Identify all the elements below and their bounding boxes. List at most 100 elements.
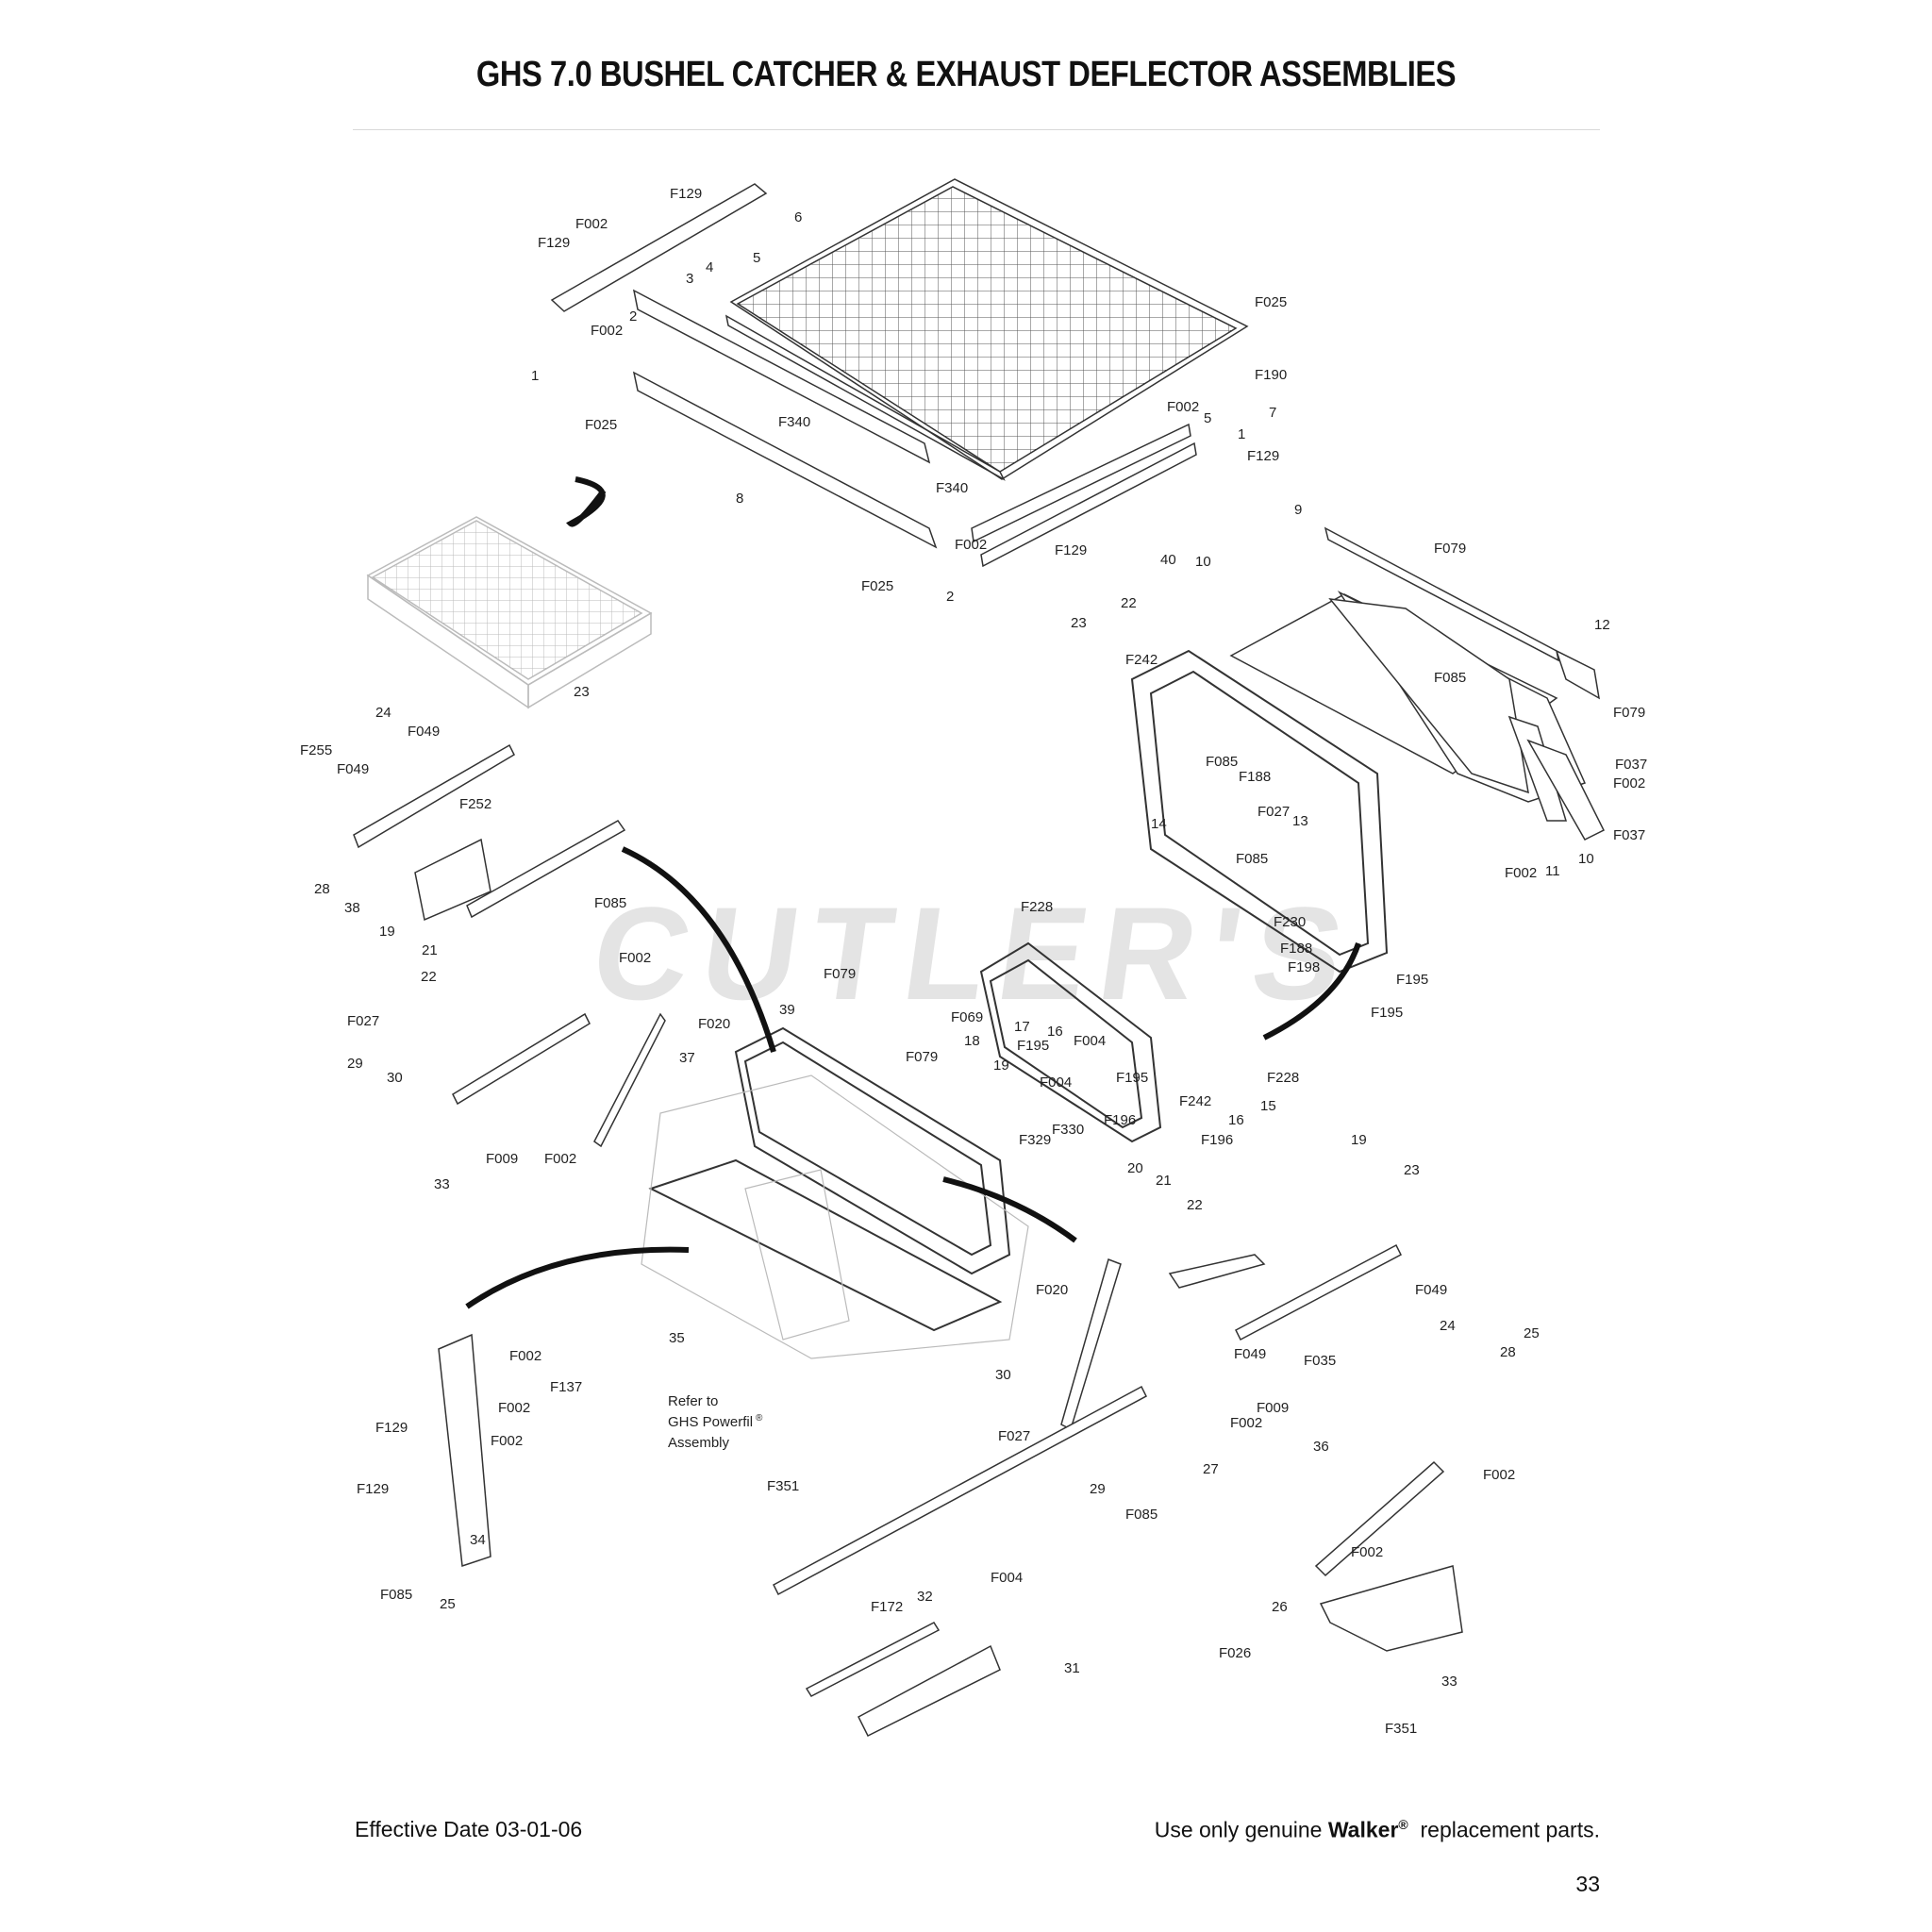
callout: 21 [1156, 1173, 1172, 1189]
svg-text:GHS Powerfil®: GHS Powerfil® [668, 1413, 763, 1430]
callout: F035 [1304, 1353, 1336, 1369]
callout: F330 [1052, 1122, 1084, 1138]
callout: 7 [1269, 405, 1276, 421]
callout: F002 [575, 216, 608, 232]
callout: F002 [498, 1400, 530, 1416]
title-divider [353, 129, 1600, 130]
callout: F329 [1019, 1132, 1051, 1148]
callout: 27 [1203, 1461, 1219, 1477]
callout: F027 [347, 1013, 379, 1029]
callout: 32 [917, 1589, 933, 1605]
callout: 19 [1351, 1132, 1367, 1148]
callout: 5 [753, 250, 760, 266]
callout: F195 [1396, 972, 1428, 988]
callout: 23 [1404, 1162, 1420, 1178]
callout: F002 [544, 1151, 576, 1167]
callout: 28 [314, 881, 330, 897]
callout: F025 [861, 578, 893, 594]
page-number: 33 [1575, 1872, 1600, 1896]
callout: 14 [1151, 816, 1167, 832]
powerfil-reference-note: Refer to GHS Powerfil® Assembly [668, 1393, 763, 1451]
callout: F002 [1483, 1467, 1515, 1483]
callout: F002 [955, 537, 987, 553]
callout: F027 [1257, 804, 1290, 820]
callout: F252 [459, 796, 491, 812]
callout: F340 [778, 414, 810, 430]
callout: F198 [1288, 959, 1320, 975]
callout: F079 [906, 1049, 938, 1065]
callout: F195 [1017, 1038, 1049, 1054]
callout: F037 [1615, 757, 1647, 773]
callout: F129 [1247, 448, 1279, 464]
genuine-parts-notice: Use only genuine Walker® replacement par… [1155, 1817, 1600, 1843]
callout: F085 [1434, 670, 1466, 686]
callout: F137 [550, 1379, 582, 1395]
callout: F069 [951, 1009, 983, 1025]
exhaust-deflector [1229, 526, 1606, 841]
callout: F351 [1385, 1721, 1417, 1737]
callout: 16 [1047, 1024, 1063, 1040]
notice-prefix: Use only genuine [1154, 1817, 1323, 1842]
frame-assemblies [648, 649, 1389, 1332]
callout: 31 [1064, 1660, 1080, 1676]
callout: F230 [1274, 914, 1306, 930]
callout: 38 [344, 900, 360, 916]
callout: F004 [991, 1570, 1023, 1586]
callout: F196 [1201, 1132, 1233, 1148]
callout: F129 [670, 186, 702, 202]
callout: F049 [1234, 1346, 1266, 1362]
callout: 10 [1578, 851, 1594, 867]
callout: F129 [375, 1420, 408, 1436]
callout: 22 [421, 969, 437, 985]
callout: F085 [594, 895, 626, 911]
callout: F085 [1206, 754, 1238, 770]
callout: F242 [1125, 652, 1158, 668]
callout: F049 [337, 761, 369, 777]
callout: 21 [422, 942, 438, 958]
side-parts-left [353, 743, 666, 1568]
side-parts-right [773, 1243, 1463, 1738]
callout: F037 [1613, 827, 1645, 843]
callout: F026 [1219, 1645, 1251, 1661]
callout: F172 [871, 1599, 903, 1615]
callout: 34 [470, 1532, 486, 1548]
callout: 26 [1272, 1599, 1288, 1615]
callout: F027 [998, 1428, 1030, 1444]
callout: F020 [698, 1016, 730, 1032]
callout: F085 [1236, 851, 1268, 867]
callout: F002 [1167, 399, 1199, 415]
callout: 36 [1313, 1439, 1329, 1455]
screen-assembly [550, 178, 1249, 568]
leader-arcs [465, 476, 1361, 1309]
callout: 22 [1187, 1197, 1203, 1213]
callout: 19 [993, 1058, 1009, 1074]
callout: F025 [1255, 294, 1287, 310]
callout: 13 [1292, 813, 1308, 829]
callout: F129 [538, 235, 570, 251]
callout: F255 [300, 742, 332, 758]
callout: 16 [1228, 1112, 1244, 1128]
callout: 22 [1121, 595, 1137, 611]
callout: F002 [1613, 775, 1645, 791]
callout: 17 [1014, 1019, 1030, 1035]
screen-preview [366, 516, 653, 709]
callout: F188 [1280, 941, 1312, 957]
callout: F242 [1179, 1093, 1211, 1109]
callout: 4 [706, 259, 713, 275]
callout: 23 [574, 684, 590, 700]
callout: F002 [619, 950, 651, 966]
callout: 1 [1238, 426, 1245, 442]
callout: F085 [1125, 1507, 1158, 1523]
callout: F129 [357, 1481, 389, 1497]
callout: 1 [531, 368, 539, 384]
callout: 20 [1127, 1160, 1143, 1176]
callout: 25 [1524, 1325, 1540, 1341]
callout: F195 [1116, 1070, 1148, 1086]
callout: F190 [1255, 367, 1287, 383]
note-line-3: Assembly [668, 1435, 730, 1451]
callout: F002 [509, 1348, 541, 1364]
callout: F020 [1036, 1282, 1068, 1298]
effective-date: Effective Date 03-01-06 [355, 1817, 583, 1841]
callout: F188 [1239, 769, 1271, 785]
